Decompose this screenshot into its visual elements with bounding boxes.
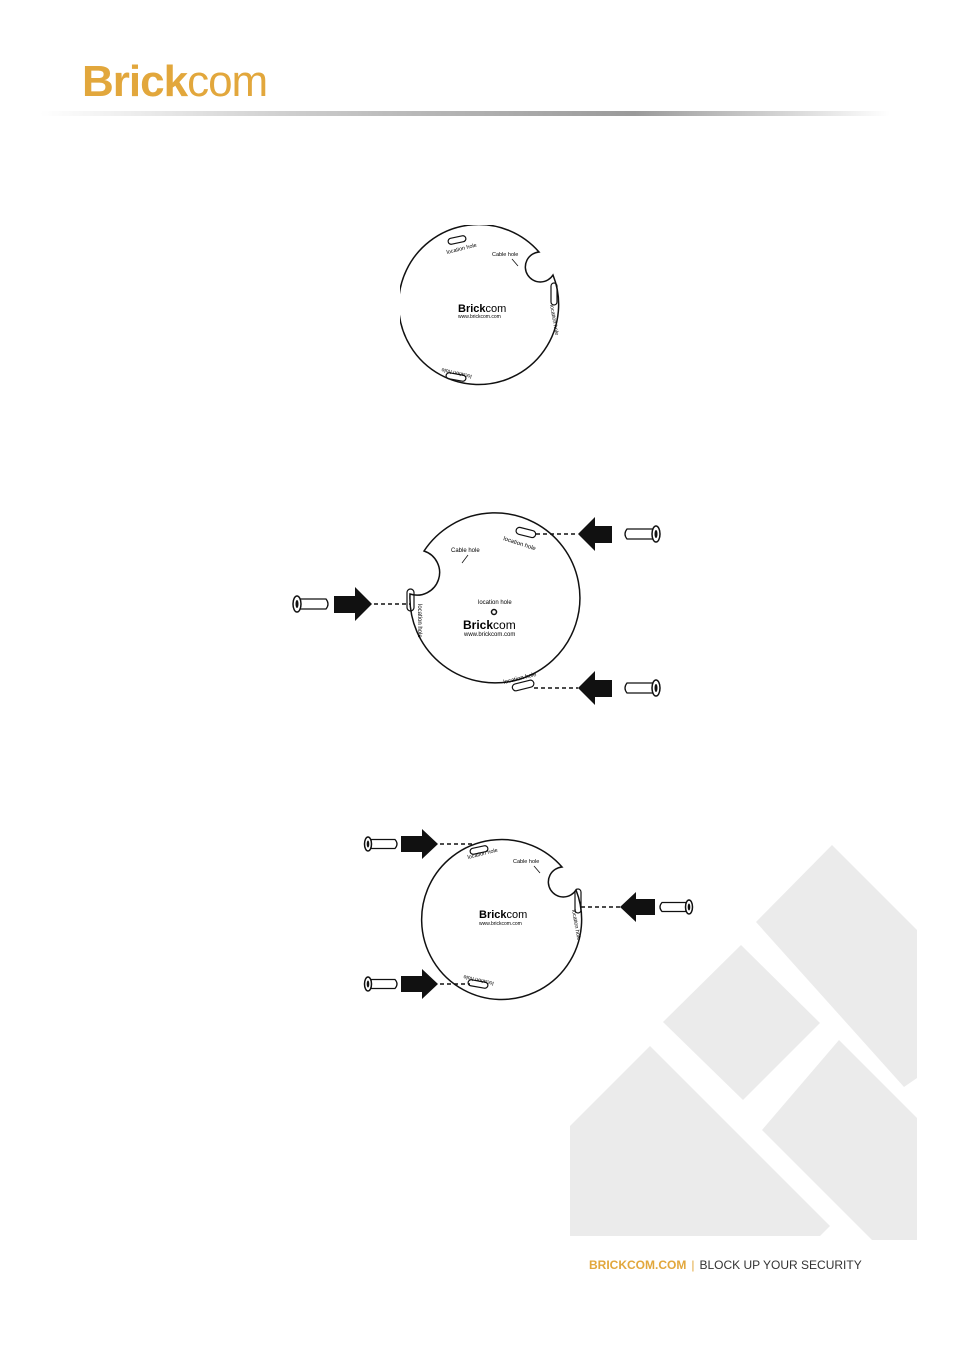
location-hole-slot-bottom — [445, 372, 467, 382]
figure-plate-standalone: location hole location hole location hol… — [400, 225, 560, 386]
location-hole-slot-right — [550, 282, 558, 306]
watermark-block-top — [756, 845, 917, 1087]
plate-brand-light: com — [493, 618, 516, 632]
arrow-right-icon — [334, 587, 372, 621]
brickcom-logo: Brickcom — [82, 56, 268, 108]
screw-icon — [624, 679, 661, 697]
cable-hole-pointer — [511, 258, 519, 267]
location-hole-slot-bottom — [467, 979, 489, 989]
cable-hole-pointer — [533, 865, 541, 874]
cable-hole-label: Cable hole — [492, 252, 518, 258]
screw-icon — [363, 836, 398, 852]
arrow-right-icon — [401, 969, 438, 999]
watermark-decoration — [570, 845, 917, 1240]
watermark-block-mid-right — [762, 1040, 917, 1240]
arrow-left-icon — [620, 892, 655, 922]
plate-url: www.brickcom.com — [479, 921, 522, 927]
footer-tagline: BLOCK UP YOUR SECURITY — [699, 1258, 862, 1272]
plate-outline — [400, 225, 560, 386]
location-hole-slot-top — [447, 235, 467, 245]
plate-brand: Brickcom — [458, 303, 506, 315]
watermark-block-mid-left — [663, 945, 820, 1100]
footer-separator: | — [691, 1258, 695, 1272]
location-hole-slot-bottom — [511, 679, 535, 692]
logo-bold-text: Brick — [82, 57, 188, 106]
cable-hole-pointer — [461, 554, 469, 564]
plate-brand-bold: Brick — [479, 909, 507, 921]
location-hole-slot-top — [515, 526, 537, 539]
plate-brand-light: com — [486, 303, 507, 315]
arrow-right-icon — [401, 829, 438, 859]
logo-light-text: com — [187, 57, 268, 106]
cable-hole-label: Cable hole — [513, 859, 539, 865]
plate-brand-bold: Brick — [458, 303, 486, 315]
plate-outline — [420, 838, 583, 1001]
footer-site[interactable]: BRICKCOM.COM — [589, 1258, 687, 1272]
plate-url: www.brickcom.com — [458, 314, 501, 320]
location-hole-slot-left — [406, 588, 415, 612]
center-location-hole — [490, 608, 498, 616]
plate-brand-light: com — [507, 909, 528, 921]
figure-plate-three-screws-b: location hole location hole location hol… — [363, 829, 694, 1001]
plate-url: www.brickcom.com — [463, 632, 515, 638]
plate-outline — [409, 512, 581, 684]
arrow-left-icon — [578, 517, 612, 551]
arrow-left-icon — [578, 671, 612, 705]
cable-hole-label: Cable hole — [451, 548, 480, 554]
plate-brand-bold: Brick — [463, 618, 493, 632]
screw-icon — [363, 976, 398, 992]
location-hole-slot-right — [574, 888, 582, 914]
figure-plate-three-screws-a: location hole location hole location hol… — [292, 512, 661, 705]
location-hole-label-center: location hole — [478, 600, 512, 606]
screw-icon — [624, 525, 661, 543]
watermark-block-bottom-left — [570, 1046, 830, 1236]
screw-icon — [659, 899, 694, 915]
location-hole-label-right: location hole — [548, 304, 559, 335]
plate-brand: Brickcom — [463, 618, 516, 632]
header-divider — [40, 111, 890, 116]
screw-icon — [292, 595, 329, 613]
footer: BRICKCOM.COM | BLOCK UP YOUR SECURITY — [589, 1258, 862, 1272]
location-hole-label-right: location hole — [570, 909, 581, 940]
plate-brand: Brickcom — [479, 909, 527, 921]
location-hole-slot-top — [469, 845, 489, 855]
location-hole-label-left: location hole — [416, 604, 422, 638]
